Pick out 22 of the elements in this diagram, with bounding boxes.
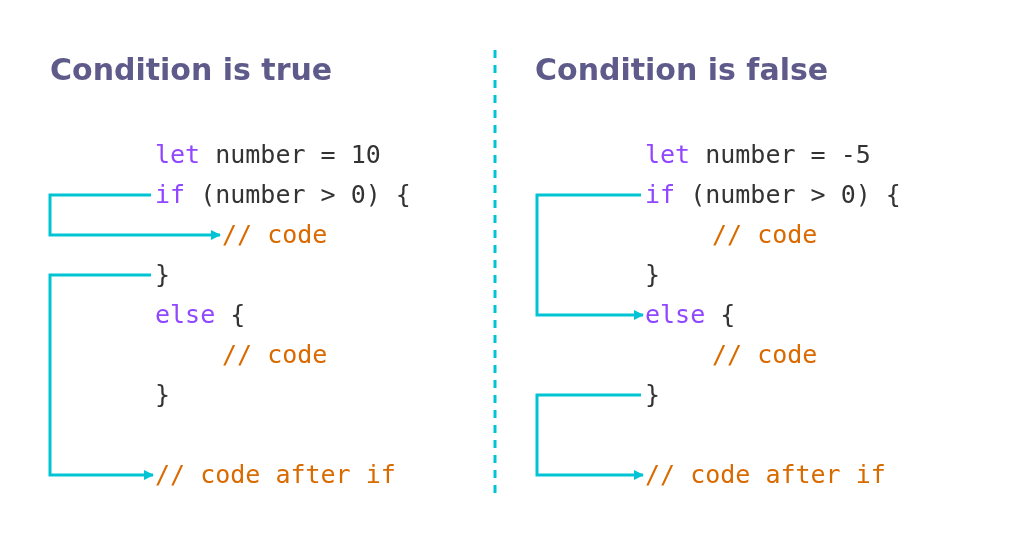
arrow: [48, 273, 154, 480]
code-comment: // code after if: [155, 457, 396, 493]
code-line: }: [155, 257, 171, 293]
code-comment: // code: [712, 337, 818, 373]
arrow: [535, 393, 644, 480]
code-line: let number = -5: [645, 137, 871, 173]
code-comment: // code after if: [645, 457, 886, 493]
code-comment: // code: [222, 337, 328, 373]
arrow: [48, 193, 221, 240]
code-comment: // code: [712, 217, 818, 253]
code-line: let number = 10: [155, 137, 381, 173]
panel-heading: Condition is true: [50, 52, 333, 87]
code-line: }: [645, 257, 661, 293]
code-line: if (number > 0) {: [645, 177, 901, 213]
arrow: [535, 193, 644, 320]
code-line: }: [645, 377, 661, 413]
code-comment: // code: [222, 217, 328, 253]
code-line: if (number > 0) {: [155, 177, 411, 213]
code-line: }: [155, 377, 171, 413]
code-line: else {: [645, 297, 736, 333]
panel-heading: Condition is false: [535, 52, 829, 87]
code-line: else {: [155, 297, 246, 333]
